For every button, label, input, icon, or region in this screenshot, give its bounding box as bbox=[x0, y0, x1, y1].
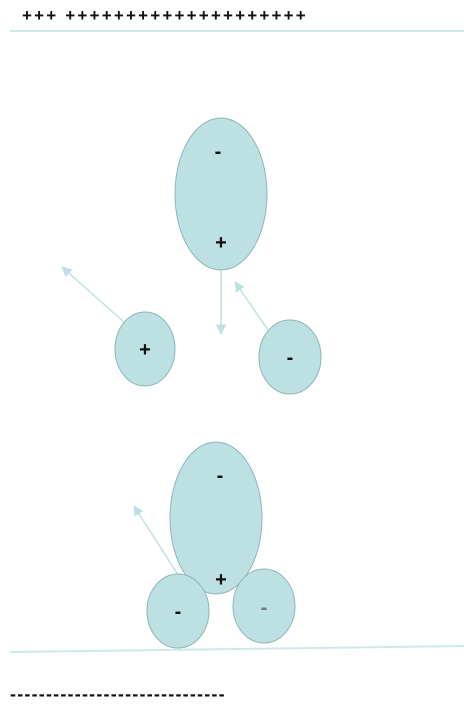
lower-left-body bbox=[146, 573, 210, 649]
lower-large-body bbox=[169, 441, 263, 595]
upper-left-body bbox=[114, 311, 176, 387]
top-plate-charges: +++ ++++++++++++++++++++ bbox=[22, 6, 308, 25]
lower-left-sign: - bbox=[175, 601, 182, 623]
upper-right-sign: - bbox=[287, 347, 294, 369]
upper-large-body bbox=[174, 117, 268, 271]
lower-right-body bbox=[232, 568, 296, 644]
arrow-up-left bbox=[61, 266, 125, 323]
lower-large-bottom-sign: + bbox=[215, 569, 227, 591]
arrow-lower-up-left bbox=[133, 505, 181, 579]
upper-large-top-sign: - bbox=[215, 141, 222, 163]
upper-right-body bbox=[258, 319, 322, 395]
lower-right-sign: - bbox=[261, 597, 268, 619]
bottom-plate-line bbox=[9, 645, 464, 653]
arrow-toward-large-body bbox=[234, 281, 269, 331]
upper-large-bottom-sign: + bbox=[215, 232, 227, 254]
bottom-plate-charges: ------------------------------ bbox=[10, 684, 226, 704]
upper-left-sign: + bbox=[139, 339, 151, 361]
lower-large-top-sign: - bbox=[217, 465, 224, 487]
